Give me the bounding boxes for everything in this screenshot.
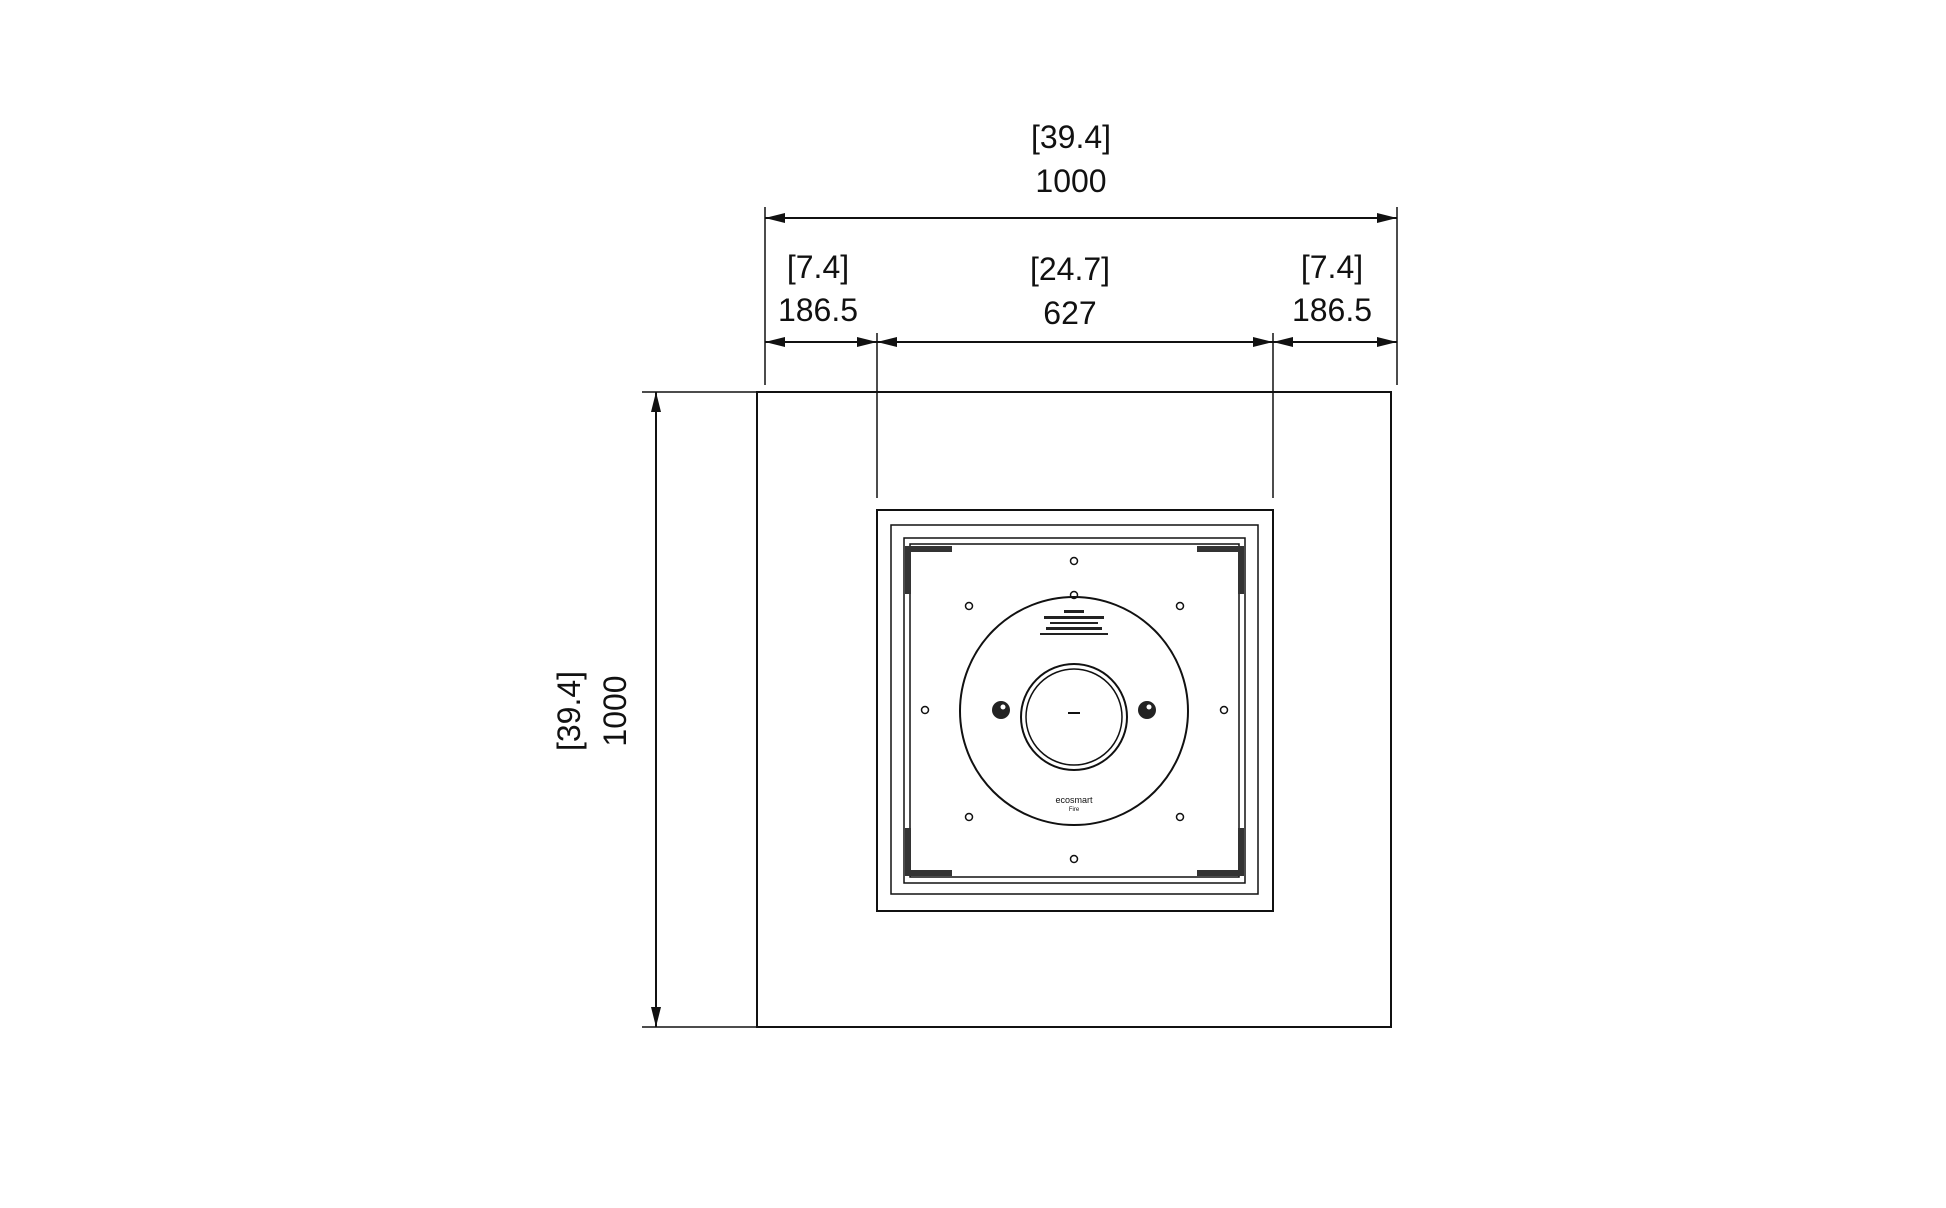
knob-left xyxy=(992,701,1010,719)
table-top-outline xyxy=(756,391,1392,1028)
left-margin-inches: [7.4] xyxy=(787,249,849,285)
hole xyxy=(964,601,974,611)
right-margin-inches: [7.4] xyxy=(1301,249,1363,285)
opening-outer-frame xyxy=(876,509,1274,912)
bracket-top-left xyxy=(905,546,952,594)
hole xyxy=(1219,705,1229,715)
bracket-bottom-left xyxy=(905,828,952,876)
knob-right xyxy=(1138,701,1156,719)
overall-width-dimension: [39.4] 1000 xyxy=(764,119,1398,385)
overall-width-inches: [39.4] xyxy=(1031,119,1111,155)
hole xyxy=(1175,601,1185,611)
knob-left-highlight xyxy=(1000,704,1006,710)
overall-depth-dimension: [39.4] 1000 xyxy=(551,391,757,1028)
burner-opening-inner xyxy=(1025,668,1123,766)
opening-width-mm: 627 xyxy=(1043,295,1096,331)
bracket-bottom-right xyxy=(1197,828,1244,876)
knob-right-highlight xyxy=(1146,704,1152,710)
overall-depth-inches: [39.4] xyxy=(551,671,587,751)
opening-width-inches: [24.7] xyxy=(1030,251,1110,287)
hole xyxy=(1069,590,1079,600)
segment-dimensions: [7.4] 186.5 [24.7] 627 [7.4] 186.5 xyxy=(765,249,1397,498)
hole xyxy=(964,812,974,822)
burner-insert: ecosmart Fire xyxy=(876,509,1274,912)
hole xyxy=(1069,556,1079,566)
mounting-holes xyxy=(920,556,1229,864)
tray-edge xyxy=(903,537,1246,884)
hole xyxy=(1069,854,1079,864)
brand-logo: ecosmart xyxy=(1055,795,1093,805)
left-margin-mm: 186.5 xyxy=(778,292,858,328)
tray-inner-edge xyxy=(909,543,1240,878)
hole xyxy=(1175,812,1185,822)
overall-depth-mm: 1000 xyxy=(597,675,633,746)
hole xyxy=(920,705,930,715)
burner-opening-outer xyxy=(1020,663,1128,771)
burner-plate xyxy=(959,596,1189,826)
opening-inner-frame xyxy=(890,524,1259,895)
right-margin-mm: 186.5 xyxy=(1292,292,1372,328)
warning-label-graphic xyxy=(1040,610,1108,635)
bracket-top-right xyxy=(1197,546,1244,594)
brand-sub: Fire xyxy=(1069,807,1080,813)
overall-width-mm: 1000 xyxy=(1035,163,1106,199)
corner-brackets xyxy=(905,546,1244,876)
